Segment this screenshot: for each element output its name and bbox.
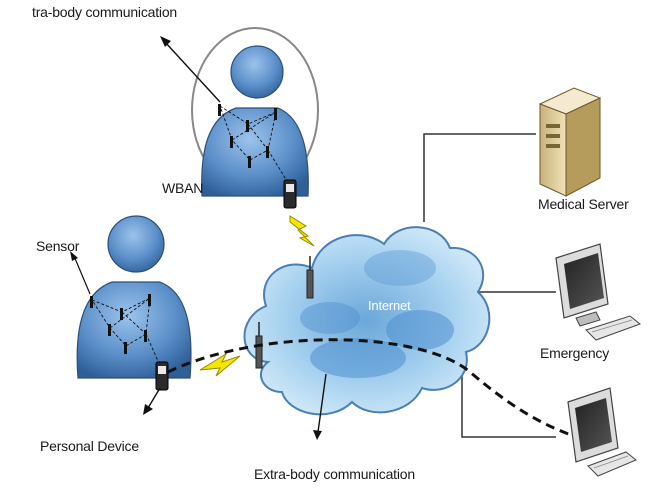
keyboard-icon: [587, 451, 637, 477]
intra-body-arrow: [160, 36, 221, 103]
personal-device-icon: [283, 179, 297, 209]
sensor-label: Sensor: [36, 238, 80, 254]
server-link-line: [423, 133, 536, 222]
sensor-icon: [218, 104, 277, 168]
wireless-link-icon: [199, 352, 241, 377]
antenna-icon: [306, 256, 314, 299]
keyboard-icon: [585, 315, 642, 341]
internet-label: Internet: [368, 298, 411, 313]
network-lines: [423, 133, 556, 438]
medical-server-label: Medical Server: [538, 196, 629, 212]
emergency-label: Emergency: [540, 345, 610, 361]
intra-body-label: tra-body communication: [32, 4, 177, 20]
antenna-icon: [255, 322, 263, 369]
server-icon: [538, 87, 602, 197]
extra-body-label: Extra-body communication: [254, 466, 415, 482]
personal-device-icon: [155, 361, 169, 391]
extra-body-arrow: [313, 373, 327, 440]
wireless-link-icon: [289, 215, 315, 247]
wban-label: WBAN: [162, 180, 204, 196]
terminal-link-line: [461, 348, 556, 438]
monitor-icon: [555, 243, 609, 327]
sensor-icon: [90, 294, 151, 354]
extra-body-path: [167, 338, 575, 438]
monitor-icon: [567, 387, 619, 463]
cloud-icon: [243, 226, 491, 416]
sensor-arrow: [70, 251, 91, 295]
person-icon: [76, 215, 192, 379]
personal-device-arrow: [143, 387, 161, 415]
personal-device-label: Personal Device: [40, 438, 139, 454]
